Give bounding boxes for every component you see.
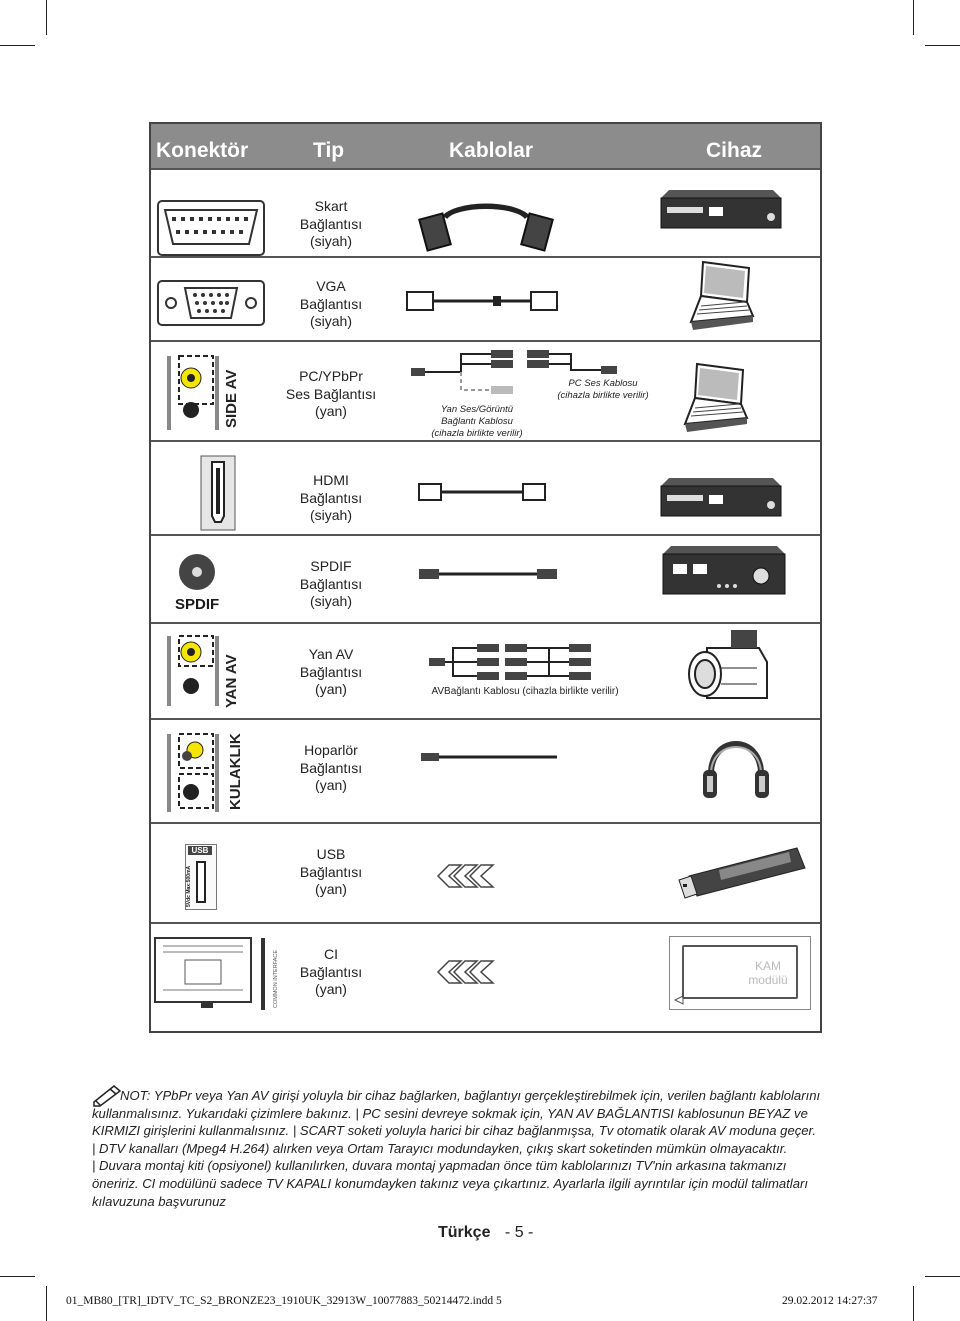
type-label: HDMI Bağlantısı (siyah) [299, 472, 363, 523]
crop-mark [913, 1286, 914, 1321]
dvd-recorder-icon [660, 190, 782, 229]
type-label: CI Bağlantısı (yan) [299, 946, 363, 997]
headphone-cable-icon [421, 753, 557, 761]
header-cables: Kablolar [449, 139, 534, 162]
cable-label-right: PC Ses Kablosu (cihazla birlikte verilir… [557, 378, 649, 401]
kulaklik-label: KULAKLIK [227, 733, 244, 810]
usb-port-label: USB [188, 846, 212, 855]
header-device: Cihaz [706, 139, 763, 162]
row-vga: VGA Bağlantısı (siyah) [151, 258, 820, 342]
type-label: PC/YPbPr Ses Bağlantısı (yan) [285, 368, 377, 419]
dvd-recorder-icon [660, 478, 782, 517]
triangle-icon [673, 995, 684, 1005]
av-pc-audio-cable-icon [411, 350, 617, 394]
hdmi-port-icon [200, 455, 236, 531]
scart-port-icon [157, 200, 265, 256]
cam-module-body [682, 945, 798, 999]
type-label: Yan AV Bağlantısı (yan) [299, 646, 363, 697]
usb-port-icon: USB 5Vdc Max:500mA [185, 844, 217, 910]
row-scart: Skart Bağlantısı (siyah) [151, 170, 820, 258]
yan-av-jacks-icon [167, 635, 219, 706]
page-footer: Türkçe - 5 - [438, 1224, 533, 1242]
scart-cable-icon [418, 203, 554, 252]
connection-table: Konektör Tip Kablolar Cihaz Skart Bağlan… [149, 122, 822, 1033]
usb-slot [196, 861, 206, 903]
table-header: Konektör Tip Kablolar Cihaz [151, 124, 820, 170]
spdif-jack-icon [179, 554, 215, 590]
type-label: Hoparlör Bağlantısı (yan) [299, 742, 363, 793]
insert-arrows-icon [436, 864, 495, 888]
crop-mark [925, 1276, 960, 1277]
yan-av-label: YAN AV [223, 654, 240, 708]
note-text: NOT: YPbPr veya Yan AV girişi yoluyla bi… [92, 1088, 821, 1209]
audio-receiver-icon [662, 546, 786, 595]
camcorder-icon [688, 630, 768, 699]
vga-port-icon [157, 280, 265, 326]
slug-filename: 01_MB80_[TR]_IDTV_TC_S2_BRONZE23_1910UK_… [66, 1295, 502, 1307]
footer-language: Türkçe [438, 1224, 491, 1241]
row-hdmi: HDMI Bağlantısı (siyah) [151, 442, 820, 536]
type-label: Skart Bağlantısı (siyah) [299, 198, 363, 249]
cable-label-left: Yan Ses/Görüntü Bağlantı Kablosu (cihazl… [431, 404, 523, 439]
laptop-icon [683, 362, 749, 432]
hdmi-cable-icon [418, 483, 546, 501]
cam-module-label: KAM modülü [748, 959, 788, 987]
type-label: SPDIF Bağlantısı (siyah) [299, 558, 363, 609]
crop-mark [925, 45, 960, 46]
crop-mark [46, 1286, 47, 1321]
headphones-icon [703, 741, 769, 798]
usb-stick-icon [678, 847, 806, 899]
type-label: USB Bağlantısı (yan) [299, 846, 363, 897]
row-headphone: KULAKLIK Hoparlör Bağlantısı (yan) [151, 720, 820, 824]
spdif-port-label: SPDIF [175, 596, 220, 613]
insert-arrows-icon [436, 960, 495, 984]
crop-mark [913, 0, 914, 35]
tv-back-panel-icon [154, 937, 265, 1010]
pencil-icon [93, 1085, 122, 1107]
spdif-cable-icon [419, 569, 557, 579]
usb-power-label: 5Vdc Max:500mA [186, 865, 192, 907]
page-number: - 5 - [504, 1224, 534, 1241]
laptop-icon [689, 260, 755, 330]
crop-mark [0, 45, 35, 46]
row-side-av: YAN AV Yan AV Bağlantısı (yan) AVBağlant… [151, 624, 820, 720]
type-label: VGA Bağlantısı (siyah) [299, 278, 363, 329]
av-cable-icon [429, 644, 591, 680]
cam-module-icon: KAM modülü [669, 936, 811, 1010]
side-av-jacks-icon [167, 355, 219, 430]
side-av-label: SIDE AV [223, 369, 240, 428]
row-usb: USB 5Vdc Max:500mA USB Bağlantısı (yan) [151, 824, 820, 924]
row-spdif: SPDIF SPDIF Bağlantısı (siyah) [151, 536, 820, 624]
row-ci: COMMON INTERFACE CI Bağlantısı (yan) KAM… [151, 924, 820, 1032]
crop-mark [46, 0, 47, 35]
slug-date: 29.02.2012 14:27:37 [782, 1295, 878, 1307]
crop-mark [0, 1276, 35, 1277]
header-type: Tip [313, 139, 345, 162]
headphone-jacks-icon [167, 733, 219, 812]
row-pc-audio: SIDE AV PC/YPbPr Ses Bağlantısı (yan) Ya… [151, 342, 820, 442]
cable-label: AVBağlantı Kablosu (cihazla birlikte ver… [431, 686, 619, 697]
header-connector: Konektör [156, 139, 249, 162]
vga-cable-icon [406, 291, 558, 311]
